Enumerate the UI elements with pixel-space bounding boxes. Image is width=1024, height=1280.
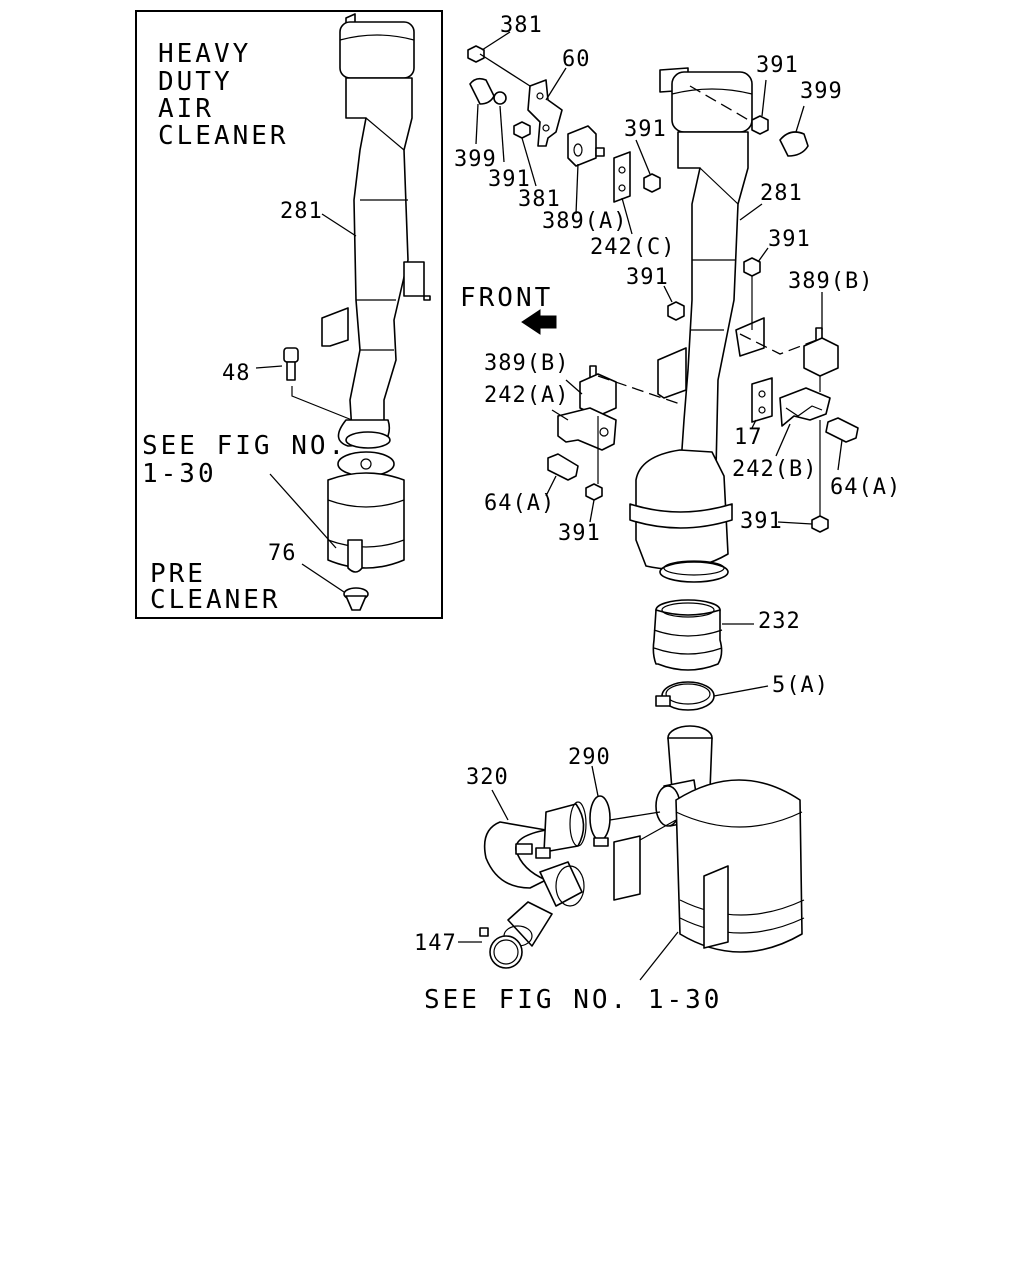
- bellows-232: [652, 599, 723, 671]
- label-320: 320: [466, 765, 509, 790]
- inset-pre-line-2: CLEANER: [150, 585, 281, 615]
- label-391-c: 391: [768, 227, 811, 252]
- label-17: 17: [734, 425, 763, 450]
- label-391-d: 391: [626, 265, 669, 290]
- inset-bolt-48: [283, 347, 353, 421]
- inset-pre-line-1: PRE: [150, 559, 206, 589]
- label-391-a: 391: [624, 117, 667, 142]
- front-arrow: [521, 309, 557, 335]
- inset-label-281: 281: [280, 199, 323, 224]
- clamp-290: [589, 795, 661, 847]
- label-391-e: 391: [740, 509, 783, 534]
- bracket-242c: [613, 151, 661, 203]
- label-389a: 389(A): [542, 209, 627, 234]
- label-391-b: 391: [488, 167, 531, 192]
- label-391-f: 391: [558, 521, 601, 546]
- hardware-cluster-top-right: [689, 85, 809, 157]
- label-242b: 242(B): [732, 457, 817, 482]
- inset-title-line-3: AIR: [158, 94, 214, 124]
- label-399-right: 399: [800, 79, 843, 104]
- nut-bolt-center-right: [667, 257, 761, 330]
- label-232: 232: [758, 609, 801, 634]
- inset-pre-cleaner-body: [327, 451, 405, 573]
- label-60: 60: [562, 47, 591, 72]
- inset-title-line-1: HEAVY: [158, 39, 251, 69]
- mount-389b-left: [547, 365, 681, 501]
- label-281: 281: [760, 181, 803, 206]
- inset-label-76: 76: [268, 541, 297, 566]
- inset-see-fig-line-2: 1-30: [142, 459, 217, 489]
- label-64a-left: 64(A): [484, 491, 555, 516]
- label-389b-left: 389(B): [484, 351, 569, 376]
- label-242a: 242(A): [484, 383, 569, 408]
- hardware-cluster-top-left: [467, 45, 605, 167]
- label-64a-right: 64(A): [830, 475, 901, 500]
- label-242c: 242(C): [590, 235, 675, 260]
- inset-title-line-2: DUTY: [158, 67, 233, 97]
- label-5a: 5(A): [772, 673, 829, 698]
- label-381-top: 381: [500, 13, 543, 38]
- inset-part-76: [343, 587, 369, 611]
- inset-label-48: 48: [222, 361, 251, 386]
- main-diagram: 381 60 391 399 399 391 391 381 389(A) 24…: [414, 13, 901, 1015]
- mount-389b-right: [739, 327, 859, 533]
- inset-snorkel-pipe: [321, 13, 431, 449]
- inset-see-fig-line-1: SEE FIG NO.: [142, 431, 347, 461]
- inset-title-line-4: CLEANER: [158, 121, 289, 151]
- air-cleaner-canister: [613, 725, 805, 953]
- hose-320: [483, 801, 587, 947]
- see-fig-label: SEE FIG NO. 1-30: [424, 985, 722, 1015]
- label-290: 290: [568, 745, 611, 770]
- label-399-left: 399: [454, 147, 497, 172]
- label-381-b: 381: [518, 187, 561, 212]
- label-147: 147: [414, 931, 457, 956]
- clamp-147: [479, 927, 523, 969]
- air-intake-housing: [629, 449, 733, 583]
- clamp-5a: [655, 681, 715, 711]
- label-391-top-right: 391: [756, 53, 799, 78]
- front-label: FRONT: [460, 283, 553, 313]
- label-389b-right: 389(B): [788, 269, 873, 294]
- inset-panel: HEAVY DUTY AIR CLEANER: [135, 10, 443, 619]
